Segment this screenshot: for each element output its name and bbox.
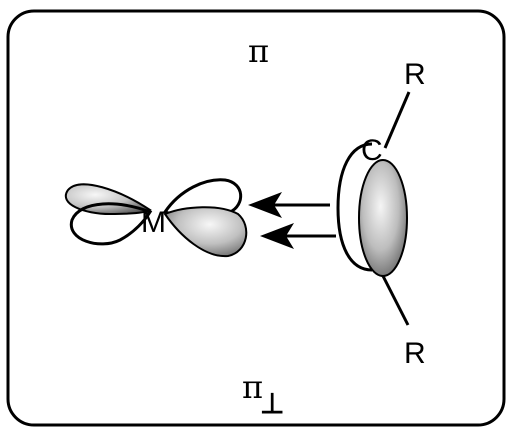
left-arrow-icon xyxy=(260,223,336,249)
bond-c-r-top xyxy=(383,91,411,149)
bond-c-r-bottom xyxy=(381,275,410,326)
pi-label-top: π xyxy=(248,32,269,70)
pi-label-bottom: π xyxy=(242,368,263,406)
pi-perpendicular-subscript: ⊥ xyxy=(260,388,284,419)
r-group-label-bottom: R xyxy=(404,337,426,370)
r-group-label-top: R xyxy=(404,58,426,91)
left-arrow-icon xyxy=(248,192,330,218)
metal-orbital-lobe-lower-right xyxy=(163,206,248,258)
carbene-pi-orbital-outline xyxy=(336,142,373,272)
diagram-frame xyxy=(6,9,506,427)
metal-orbital-lobe-lower-left xyxy=(69,202,153,246)
metal-label: M xyxy=(141,206,166,239)
carbene-sigma-orbital xyxy=(358,159,408,277)
carbon-label: C xyxy=(361,134,383,167)
